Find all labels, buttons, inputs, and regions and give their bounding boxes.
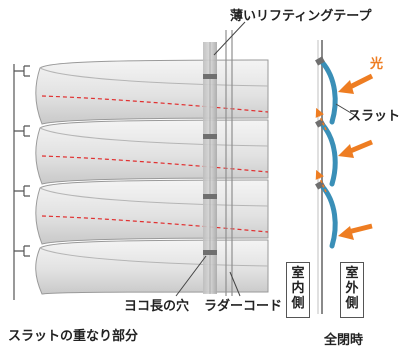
- horizontal-hole-label: ヨコ長の穴: [124, 299, 190, 314]
- slat-overlap-label: スラットの重なり部分: [8, 329, 139, 344]
- outdoor-side-label: 室 外 側: [345, 266, 359, 311]
- ladder-cord-label: ラダーコード: [204, 299, 283, 314]
- indoor-side-label: 室 内 側: [291, 266, 305, 311]
- overlap-line: [41, 215, 269, 233]
- thin-lifting-tape-label: 薄いリフティングテープ: [230, 9, 372, 24]
- slat-stack: [35, 59, 269, 295]
- overlap-line: [41, 95, 269, 113]
- ladder-cord: [225, 30, 233, 296]
- lifting-tape: [203, 42, 217, 294]
- fully-closed-label: 全閉時: [324, 333, 364, 348]
- horizontal-holes: [203, 74, 217, 255]
- overlap-line: [41, 155, 269, 173]
- slat-label: スラット: [348, 109, 401, 124]
- outdoor-side-box: 室 外 側: [340, 262, 364, 318]
- slat: [35, 239, 269, 295]
- slat: [35, 119, 269, 185]
- side-slats: [319, 59, 338, 249]
- slat: [35, 179, 269, 245]
- light-label: 光: [370, 57, 384, 72]
- slat: [35, 59, 269, 125]
- side-view: [315, 40, 374, 314]
- blocked-light: [315, 107, 327, 193]
- indoor-side-box: 室 内 側: [286, 262, 310, 318]
- overlap-brackets: [13, 64, 30, 300]
- slat-leader: [335, 103, 357, 117]
- light-arrows: [338, 73, 374, 240]
- leader-lines: [175, 21, 246, 297]
